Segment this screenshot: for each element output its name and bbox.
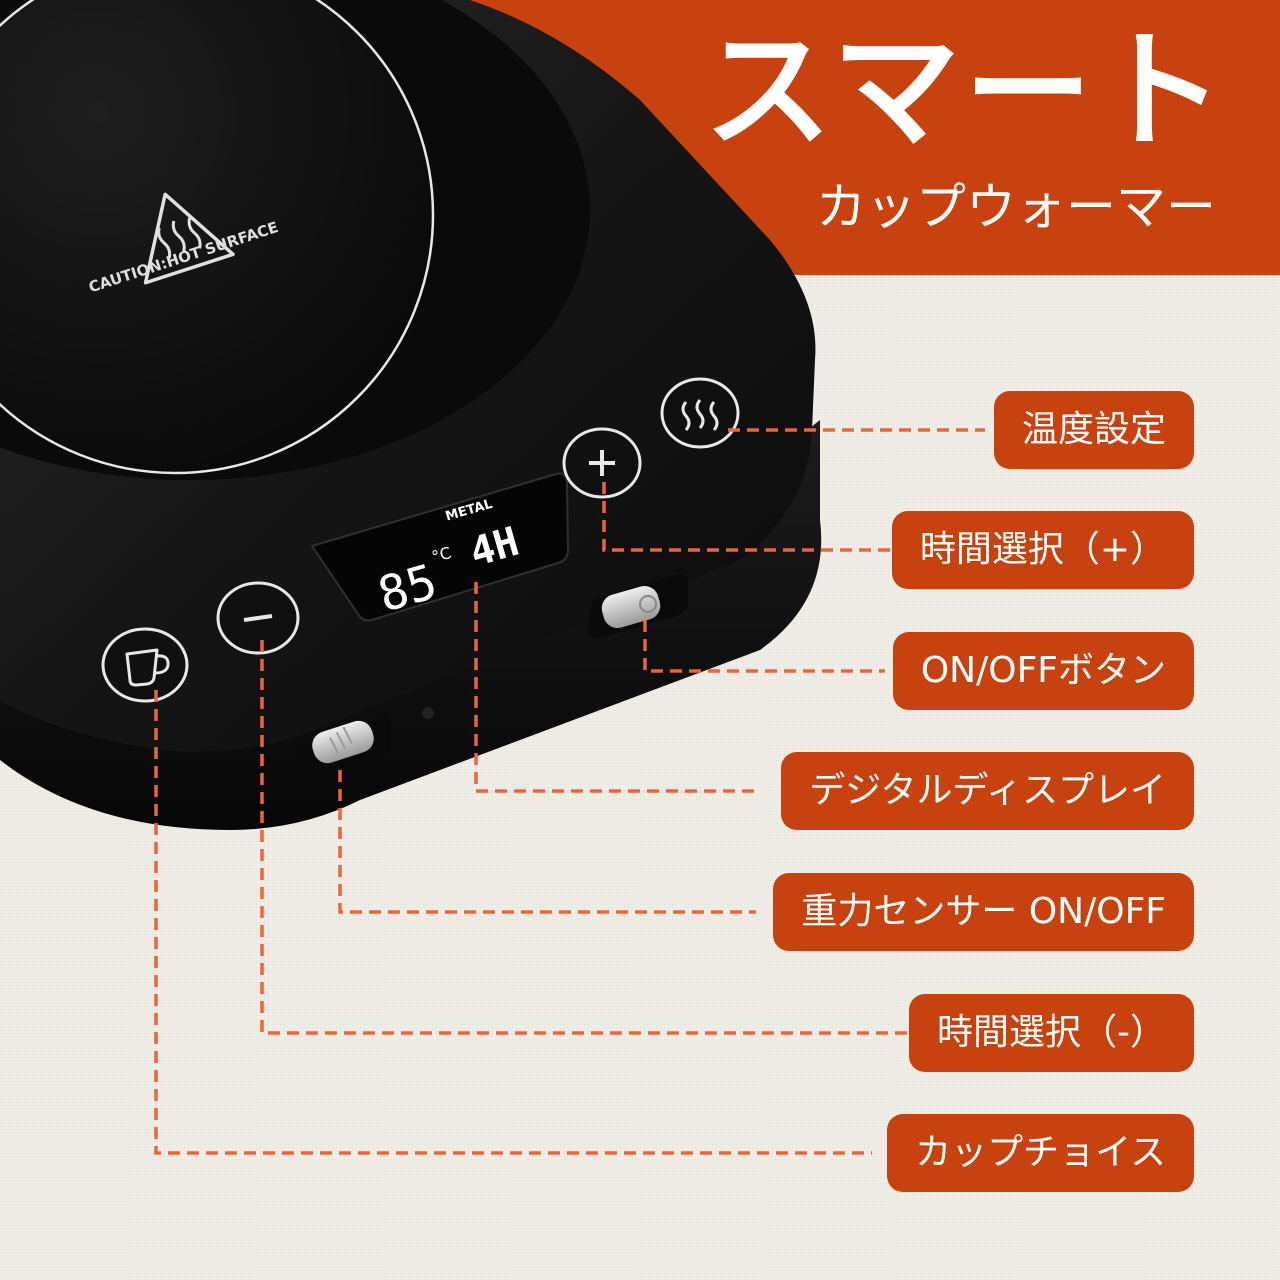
temperature-setting-button[interactable]: [660, 377, 740, 449]
hot-surface-warning-icon: [143, 192, 235, 285]
label-time-plus: 時間選択（+）: [891, 511, 1194, 589]
label-cup-choice: カップチョイス: [887, 1114, 1194, 1192]
page-title: スマート: [703, 17, 1228, 166]
label-gravity-sensor: 重力センサー ON/OFF: [773, 873, 1194, 951]
label-digital-display: デジタルディスプレイ: [781, 752, 1194, 830]
heating-plate: [0, 0, 435, 475]
time-minus-button[interactable]: [216, 581, 300, 655]
label-temperature-setting: 温度設定: [993, 391, 1194, 469]
minus-icon: [243, 614, 273, 622]
page-subtitle: カップウォーマー: [816, 178, 1216, 236]
label-power-button: ON/OFFボタン: [892, 632, 1194, 710]
heat-wave-icon: [681, 399, 719, 431]
time-plus-button[interactable]: [562, 427, 642, 499]
display-unit: °C: [430, 543, 454, 567]
label-time-minus: 時間選択（-）: [909, 994, 1194, 1072]
cup-icon: [125, 648, 170, 687]
side-port: [422, 707, 434, 719]
cup-choice-button[interactable]: [101, 627, 189, 703]
plus-icon: [589, 450, 615, 476]
